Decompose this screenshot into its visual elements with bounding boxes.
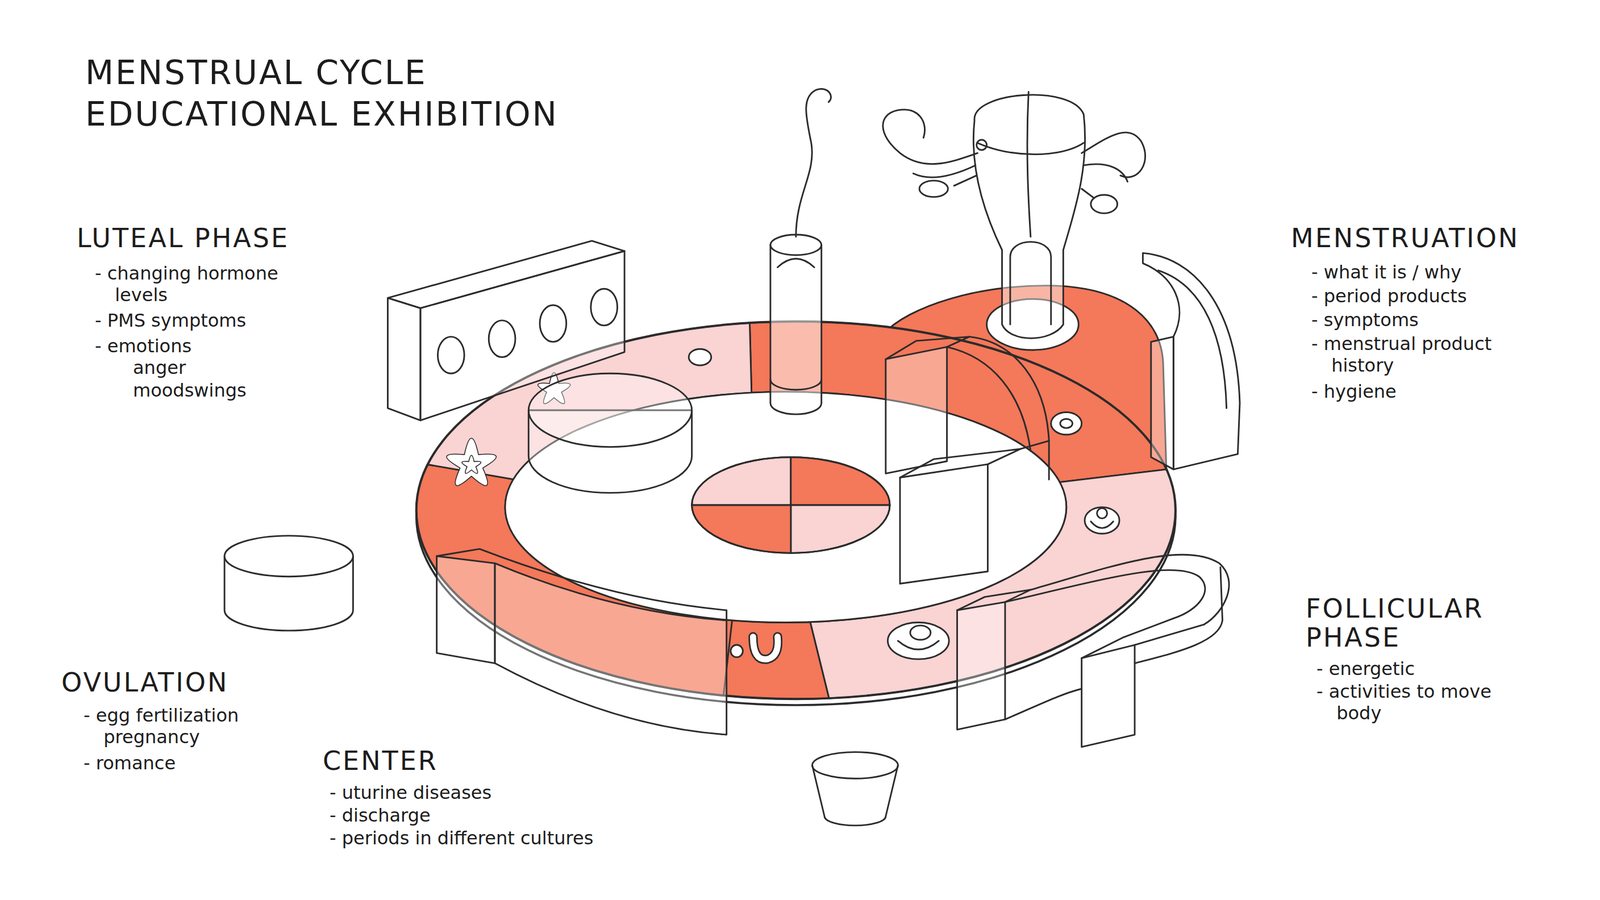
tampon-model [770,244,822,415]
phase-icon [1060,418,1073,428]
cylinder-seat [224,535,353,577]
section-heading: LUTEAL PHASE [76,223,290,253]
topic-item: - hygiene [1311,380,1397,403]
menstruation-wall [1142,252,1240,470]
topic-item: - PMS symptoms [94,309,247,332]
phase-icon [1097,507,1108,519]
inner-partition-wall [885,347,948,474]
menstruation-wall [1142,252,1240,470]
phase-icon [752,636,778,660]
tampon-model [796,88,832,237]
phase-icon [688,348,712,366]
topic-item: - period products [1311,285,1468,307]
luteal-panel [420,251,625,421]
follicular-wall [1005,688,1082,720]
follicular-wall [1081,644,1135,748]
topic-item: moodswings [132,379,247,402]
phase-icon [461,455,482,474]
luteal-panel [590,288,618,326]
uterus-model [976,139,987,150]
uterus-model [1081,188,1095,198]
section-heading: CENTER [322,746,439,776]
topic-item: - uturine diseases [329,781,492,804]
cycle-wheel [692,457,890,554]
follicular-wall [1005,569,1206,619]
front-curved-wall [436,548,727,735]
inner-partition-wall [947,347,1031,452]
uterus-model [1083,164,1128,182]
follicular-wall [957,589,1031,611]
tampon-model [770,88,832,415]
topic-item: - romance [83,752,176,774]
inner-partition-wall [969,336,1049,480]
phase-icon [1051,412,1082,436]
inner-partition-wall [900,464,988,584]
phase-icon [887,622,949,660]
tampon-model [770,379,822,390]
topic-item: - menstrual product history [1311,332,1528,377]
section-heading: FOLLICULAR PHASE [1305,594,1511,652]
front-curved-wall [494,563,727,735]
uterus-model [919,180,948,198]
tampon-model [777,258,815,268]
topic-item: - emotions [94,335,192,357]
follicular-wall [957,602,1006,730]
oval-podium [528,373,692,493]
cylinder-seat [224,535,353,631]
inner-partition-wall [885,336,1049,585]
uterus-model [977,142,1084,154]
uterus-model [1090,194,1118,214]
topic-item: - discharge [329,804,431,827]
bowl-seat [812,752,899,779]
menstruation-wall [1151,336,1174,470]
topic-item: - periods in different cultures [329,827,594,849]
exhibition-illustration [224,88,1240,825]
uterus-model [882,109,978,165]
luteal-panel [539,305,567,343]
tampon-model [770,234,822,256]
uterus-model [953,175,977,186]
front-curved-wall [436,548,727,621]
section-heading: OVULATION [61,668,229,698]
inner-partition-wall [885,336,970,360]
topic-item: - egg fertilization pregnancy [83,704,300,749]
follicular-wall [1134,624,1204,645]
oval-podium [528,373,692,447]
section-heading: MENSTRUATION [1290,223,1520,253]
follicular-wall [1134,567,1223,664]
uterus-model [1010,242,1052,325]
phase-icon [752,636,778,660]
follicular-wall [957,554,1230,748]
uterus-model [1081,132,1146,178]
phase-icon [1090,521,1114,529]
phase-icon [1084,507,1120,535]
uterus-model [913,165,976,178]
topic-item: - symptoms [1311,309,1419,331]
luteal-panel [437,336,465,374]
uterus-model [882,92,1146,339]
exhibition-title: MENSTRUAL CYCLE EDUCATIONAL EXHIBITION [85,52,631,135]
phase-icon [730,644,744,658]
phase-icon [446,438,497,486]
topic-item: anger [132,356,186,379]
uterus-model [1027,92,1031,237]
phase-icon [897,640,939,650]
luteal-panel [387,240,625,421]
topic-item: - activities to move body [1316,680,1522,725]
phase-icon [910,625,931,640]
menstruation-wall [1157,270,1227,408]
topic-item: - energetic [1316,657,1415,680]
cycle-wheel [692,457,890,554]
front-curved-wall [436,556,495,664]
luteal-panel [387,297,420,421]
bowl-seat [812,752,899,826]
topic-item: - changing hormone levels [94,262,311,307]
topic-item: - what it is / why [1311,261,1462,283]
inner-partition-wall [1020,440,1049,449]
luteal-panel [488,320,516,358]
inner-partition-wall [900,448,1021,478]
